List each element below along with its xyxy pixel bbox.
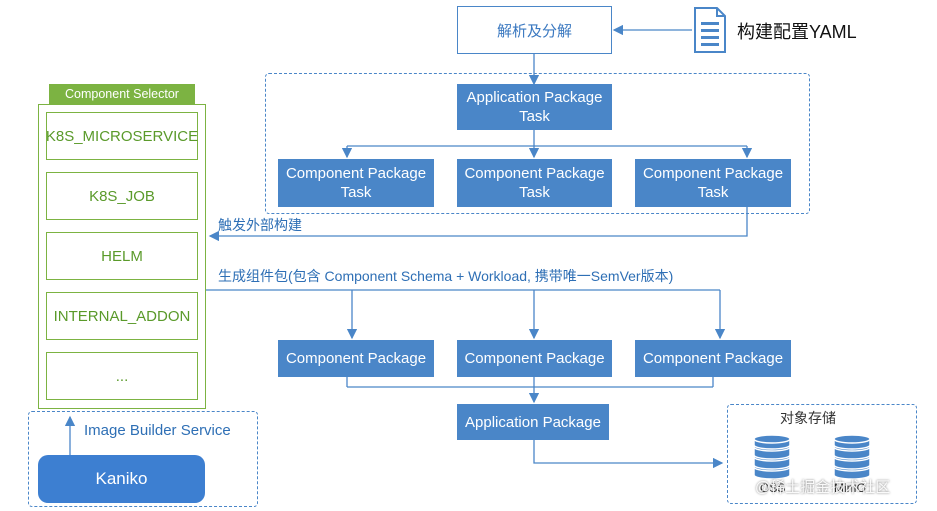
comp-task-line1: Component Package (464, 165, 605, 182)
external-build-label: 触发外部构建 (218, 217, 302, 233)
watermark: @稀土掘金技术社区 (755, 479, 891, 496)
comp-task-line1: Component Package (642, 165, 784, 182)
component-package-task[interactable]: Component Package Task (635, 159, 791, 207)
application-package-task[interactable]: Application Package Task (457, 84, 612, 130)
comp-task-line2: Task (340, 184, 372, 201)
component-package-task[interactable]: Component Package Task (457, 159, 612, 207)
component-package-task[interactable]: Component Package Task (278, 159, 434, 207)
selector-item-k8s-microservice[interactable]: K8S_MICROSERVICE (46, 112, 198, 160)
minio-database-icon (832, 433, 872, 480)
minio-label: MinIO (834, 481, 867, 495)
selector-item-k8s-job[interactable]: K8S_JOB (46, 172, 198, 220)
comp-task-line2: Task (519, 184, 550, 201)
comp-task-line1: Component Package (285, 165, 427, 182)
oss-label: OSS (760, 481, 786, 495)
object-storage (727, 404, 917, 504)
component-selector-title: Component Selector (49, 84, 195, 104)
comp-task-line2: Task (697, 184, 729, 201)
task-area (265, 73, 810, 214)
kaniko-box[interactable]: Kaniko (38, 455, 205, 503)
component-package[interactable]: Component Package (457, 340, 612, 377)
component-package[interactable]: Component Package (635, 340, 791, 377)
config-yaml-label: 构建配置YAML (737, 22, 857, 42)
app-task-line2: Task (519, 108, 550, 125)
app-task-line1: Application Package (466, 89, 603, 106)
image-builder-title: Image Builder Service (84, 422, 231, 439)
application-package[interactable]: Application Package (457, 404, 609, 440)
oss-database-icon (752, 433, 792, 480)
selector-item-internal-addon[interactable]: INTERNAL_ADDON (46, 292, 198, 340)
object-storage-title: 对象存储 (780, 410, 836, 426)
selector-item-more[interactable]: ... (46, 352, 198, 400)
file-icon (693, 6, 727, 54)
generate-package-label: 生成组件包(包含 Component Schema + Workload, 携带… (218, 268, 674, 284)
parse-box[interactable]: 解析及分解 (457, 6, 612, 54)
component-package[interactable]: Component Package (278, 340, 434, 377)
image-builder-service (28, 411, 258, 507)
selector-item-helm[interactable]: HELM (46, 232, 198, 280)
